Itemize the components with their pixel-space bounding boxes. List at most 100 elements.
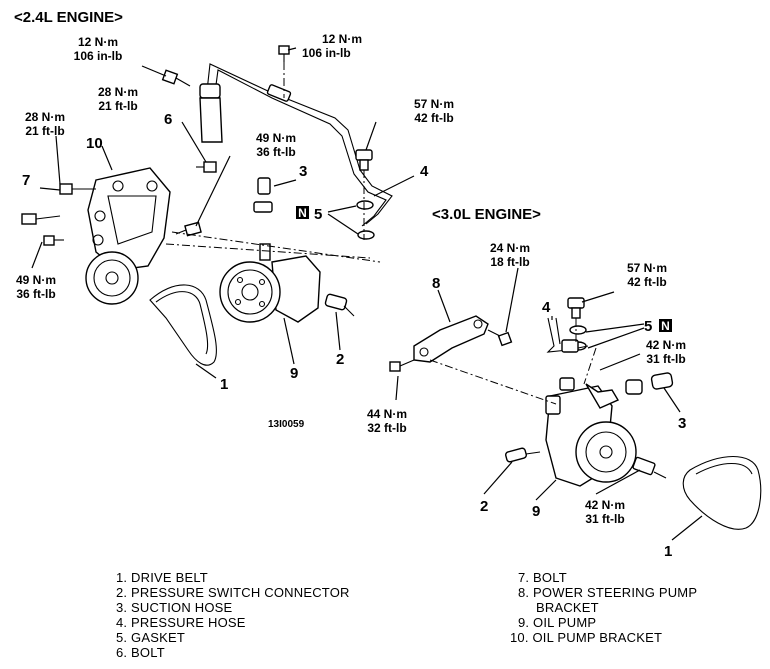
idler-pulley-24 bbox=[85, 251, 139, 305]
callout-10-24: 10 bbox=[86, 135, 103, 152]
pressure-hose-30 bbox=[546, 317, 589, 353]
svg-text:42 N·m: 42 N·m bbox=[646, 338, 686, 352]
svg-text:57 N·m: 57 N·m bbox=[627, 261, 667, 275]
callout-5-30: 5 bbox=[644, 318, 652, 335]
callout-7-24: 7 bbox=[22, 172, 30, 189]
svg-text:57 N·m: 57 N·m bbox=[414, 97, 454, 111]
callout-8-30: 8 bbox=[432, 275, 440, 292]
gasket-lower-24 bbox=[357, 230, 375, 240]
svg-text:44 N·m: 44 N·m bbox=[367, 407, 407, 421]
torque-label-30-2: 57 N·m 42 ft-lb bbox=[627, 261, 667, 289]
bolt-left-lower-24 bbox=[43, 235, 64, 246]
bolt-12nm-left-24 bbox=[161, 69, 191, 87]
callout-5-24: 5 bbox=[314, 206, 322, 223]
torque-label-24-7: 49 N·m 36 ft-lb bbox=[16, 273, 56, 301]
callout-1-24: 1 bbox=[220, 376, 228, 393]
callout-3-24: 3 bbox=[299, 163, 307, 180]
torque-label-30-3: 42 N·m 31 ft-lb bbox=[646, 338, 686, 366]
torque-label-24-5: 57 N·m 42 ft-lb bbox=[414, 97, 454, 125]
svg-text:12 N·m: 12 N·m bbox=[78, 35, 118, 49]
oil-pump-30 bbox=[545, 377, 637, 487]
legend-item: 3. SUCTION HOSE bbox=[116, 600, 233, 615]
torque-label-24-2: 12 N·m 106 in-lb bbox=[302, 32, 362, 60]
bolt-49nm-right-24 bbox=[175, 221, 202, 237]
gasket-upper-24 bbox=[356, 200, 374, 210]
svg-text:42 ft-lb: 42 ft-lb bbox=[627, 275, 666, 289]
legend-item: 8. POWER STEERING PUMP bbox=[518, 585, 697, 600]
svg-text:32 ft-lb: 32 ft-lb bbox=[367, 421, 406, 435]
callout-6-24: 6 bbox=[164, 111, 172, 128]
pressure-switch-connector-30 bbox=[505, 447, 541, 463]
callout-3-30: 3 bbox=[678, 415, 686, 432]
svg-text:31 ft-lb: 31 ft-lb bbox=[646, 352, 685, 366]
legend-item: BRACKET bbox=[536, 600, 599, 615]
torque-label-30-1: 24 N·m 18 ft-lb bbox=[490, 241, 530, 269]
svg-text:42 N·m: 42 N·m bbox=[585, 498, 625, 512]
pressure-hose-24 bbox=[199, 63, 393, 227]
torque-label-30-5: 42 N·m 31 ft-lb bbox=[585, 498, 625, 526]
legend-right: 7. BOLT 8. POWER STEERING PUMP BRACKET 9… bbox=[510, 570, 697, 645]
torque-label-30-4: 44 N·m 32 ft-lb bbox=[367, 407, 407, 435]
callout-4-30: 4 bbox=[542, 299, 551, 316]
gasket-upper-30 bbox=[569, 325, 587, 335]
legend-item: 1. DRIVE BELT bbox=[116, 570, 208, 585]
svg-text:36 ft-lb: 36 ft-lb bbox=[256, 145, 295, 159]
engine-30-assembly: 24 N·m 18 ft-lb 57 N·m 42 ft-lb 42 N·m 3… bbox=[367, 241, 762, 560]
legend-item: 7. BOLT bbox=[518, 570, 567, 585]
header-24-engine: <2.4L ENGINE> bbox=[14, 9, 123, 26]
power-steering-pump-bracket-30 bbox=[413, 315, 489, 363]
callout-2-30: 2 bbox=[480, 498, 488, 515]
torque-label-24-4: 28 N·m 21 ft-lb bbox=[25, 110, 65, 138]
svg-text:12 N·m: 12 N·m bbox=[322, 32, 362, 46]
n-mark-24: N bbox=[296, 206, 309, 220]
suction-hose-fitting-24 bbox=[253, 177, 273, 213]
callout-9-24: 9 bbox=[290, 365, 298, 382]
bolt-57nm-30 bbox=[567, 297, 585, 319]
suction-hose-30 bbox=[625, 372, 674, 395]
engine-24-assembly: 12 N·m 106 in-lb 12 N·m 106 in-lb 28 N·m… bbox=[16, 32, 454, 430]
legend-item: 6. BOLT bbox=[116, 645, 165, 660]
legend-item: 10. OIL PUMP BRACKET bbox=[510, 630, 662, 645]
svg-text:49 N·m: 49 N·m bbox=[256, 131, 296, 145]
callout-4-24: 4 bbox=[420, 163, 429, 180]
callout-1-30: 1 bbox=[664, 543, 672, 560]
oil-pump-bracket-24 bbox=[87, 167, 171, 271]
svg-text:31 ft-lb: 31 ft-lb bbox=[585, 512, 624, 526]
pressure-switch-connector-24 bbox=[324, 293, 355, 317]
torque-label-24-6: 49 N·m 36 ft-lb bbox=[256, 131, 296, 159]
bolt-7-24 bbox=[59, 183, 96, 195]
bolt-24nm-30 bbox=[487, 329, 513, 347]
bolt-57nm-24 bbox=[355, 149, 373, 171]
legend-item: 5. GASKET bbox=[116, 630, 185, 645]
bolt-6-24 bbox=[196, 161, 217, 173]
svg-text:21 ft-lb: 21 ft-lb bbox=[98, 99, 137, 113]
svg-text:106 in-lb: 106 in-lb bbox=[302, 46, 351, 60]
header-30-engine: <3.0L ENGINE> bbox=[432, 206, 541, 223]
svg-text:28 N·m: 28 N·m bbox=[25, 110, 65, 124]
svg-text:49 N·m: 49 N·m bbox=[16, 273, 56, 287]
callout-9-30: 9 bbox=[532, 503, 540, 520]
svg-text:24 N·m: 24 N·m bbox=[490, 241, 530, 255]
legend-item: 9. OIL PUMP bbox=[518, 615, 596, 630]
drive-belt-30 bbox=[682, 455, 762, 530]
svg-text:N: N bbox=[298, 206, 307, 220]
svg-text:42 ft-lb: 42 ft-lb bbox=[414, 111, 453, 125]
torque-label-24-3: 28 N·m 21 ft-lb bbox=[98, 85, 138, 113]
figure-reference: 13I0059 bbox=[268, 419, 305, 430]
legend-left: 1. DRIVE BELT 2. PRESSURE SWITCH CONNECT… bbox=[116, 570, 350, 660]
callout-2-24: 2 bbox=[336, 351, 344, 368]
n-mark-30: N bbox=[659, 319, 672, 333]
bolt-12nm-top-24 bbox=[278, 45, 290, 62]
legend-item: 4. PRESSURE HOSE bbox=[116, 615, 246, 630]
bolt-44nm-30 bbox=[389, 359, 415, 372]
svg-text:N: N bbox=[661, 319, 670, 333]
svg-text:106 in-lb: 106 in-lb bbox=[74, 49, 123, 63]
svg-text:28 N·m: 28 N·m bbox=[98, 85, 138, 99]
svg-text:18 ft-lb: 18 ft-lb bbox=[490, 255, 529, 269]
bolt-left-upper-24 bbox=[21, 213, 61, 225]
legend-item: 2. PRESSURE SWITCH CONNECTOR bbox=[116, 585, 350, 600]
svg-text:21 ft-lb: 21 ft-lb bbox=[25, 124, 64, 138]
svg-text:36 ft-lb: 36 ft-lb bbox=[16, 287, 55, 301]
oil-pump-24 bbox=[219, 243, 321, 323]
